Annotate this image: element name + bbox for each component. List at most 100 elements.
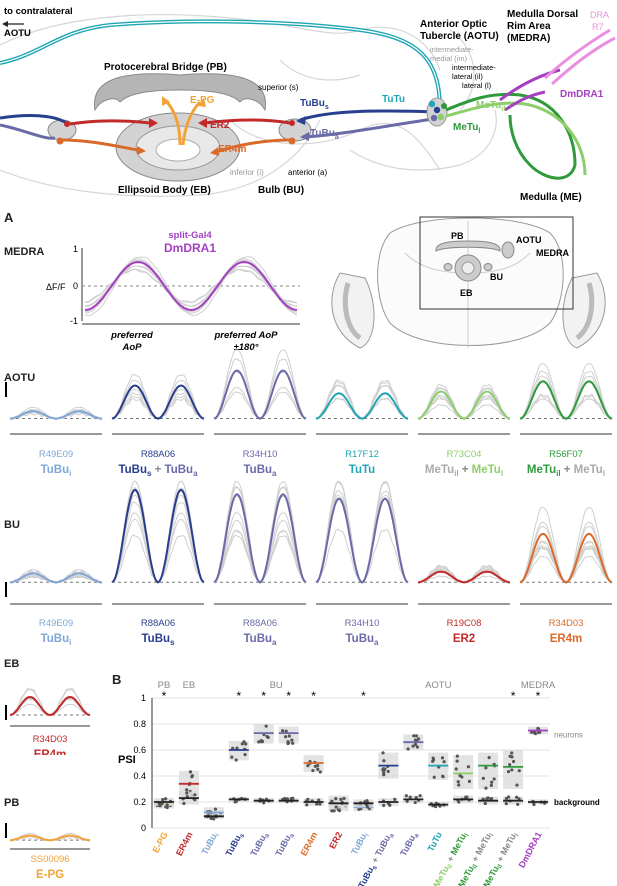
lat-label: lateral (l): [462, 81, 492, 90]
eb-cell-type: ER4m: [34, 749, 67, 755]
svg-text:ER4m: ER4m: [299, 830, 320, 857]
neurons-point: [243, 752, 247, 757]
neurons-point: [185, 788, 189, 792]
neurons-point: [382, 770, 386, 774]
svg-text:DmDRA1: DmDRA1: [517, 830, 544, 869]
x1-label-2: AoP: [122, 342, 143, 353]
bu-cell-5-type: ER4m: [550, 633, 583, 645]
svg-text:TuBui: TuBui: [349, 830, 371, 857]
neurons-point: [260, 739, 265, 744]
neurons-point: [506, 770, 511, 774]
neurons-point: [416, 737, 421, 741]
neurons-point: [432, 775, 436, 779]
dra-label-2: R7: [592, 22, 604, 32]
dra-label-1: DRA: [590, 10, 609, 20]
neurons-point: [382, 759, 386, 763]
background-point: [160, 802, 164, 806]
mean-trace: [519, 532, 613, 584]
aotu-cell-3-type: TuTu: [349, 464, 375, 476]
background-point: [209, 816, 213, 821]
brain-map: PB EB BU AOTU MEDRA: [331, 216, 606, 349]
medulla-label: Medulla (ME): [520, 192, 582, 203]
background-point: [418, 794, 422, 798]
bu-cell-2: [213, 480, 307, 605]
background-point: [262, 801, 266, 805]
single-fly-trace: [9, 411, 103, 421]
neurons-point: [414, 734, 419, 738]
ytick-0: 0: [73, 281, 78, 291]
bu-cell-0: [9, 569, 103, 605]
aotu-cell-4-type: MeTuil + MeTul: [425, 464, 503, 478]
background-point: [464, 795, 468, 799]
background-point: [164, 797, 168, 801]
eb-row-title: EB: [4, 658, 20, 670]
single-fly-trace: [315, 494, 409, 584]
brain-pb: PB: [451, 231, 464, 241]
neurons-point: [413, 742, 418, 747]
mean-trace: [111, 488, 205, 584]
neurons-point: [330, 809, 334, 813]
background-point: [334, 797, 338, 801]
background-point: [305, 803, 309, 807]
background-point: [516, 802, 520, 806]
mean-trace: [417, 390, 511, 420]
background-point: [233, 800, 237, 804]
significance-star: *: [536, 689, 541, 703]
y-tick-label: 0.4: [133, 771, 146, 781]
brain-aotu: AOTU: [516, 235, 542, 245]
background-point: [334, 805, 338, 809]
neurons-point: [257, 740, 261, 744]
mean-trace: [9, 834, 91, 842]
er2-label: ER2: [210, 120, 230, 131]
dmdra1-title: DmDRA1: [164, 241, 216, 255]
protocerebral-bridge: [93, 73, 267, 112]
category-label: TuBus: [224, 830, 247, 859]
single-fly-trace: [315, 481, 409, 585]
ytick-1: 1: [73, 244, 78, 254]
metu-il-tract: [445, 92, 577, 180]
neurons-point: [291, 741, 295, 745]
background-point: [388, 803, 392, 807]
aotu-cell-5-type: MeTuil + MeTul: [527, 464, 605, 478]
eb-trace: [9, 687, 91, 727]
aotu-cell-0-line: R49E09: [39, 449, 73, 460]
er4m-label: ER4m: [218, 144, 246, 155]
medra-trace-plot: split-Gal4 DmDRA1 ΔF/F 1 0 -1 preferred …: [46, 230, 300, 353]
neurons-point: [337, 809, 342, 813]
er4m-left: [61, 138, 139, 152]
dra-r7: [543, 28, 611, 80]
dmdra1-label: DmDRA1: [560, 89, 604, 100]
x2-label-2: ±180°: [234, 342, 259, 353]
single-fly-trace: [519, 393, 613, 421]
significance-star: *: [162, 689, 167, 703]
mean-trace: [315, 497, 409, 584]
background-point: [165, 803, 169, 807]
aotu-cell-2-type: TuBua: [244, 464, 278, 478]
aotu-label-2: Tubercle (AOTU): [420, 31, 499, 42]
background-point: [182, 801, 186, 806]
mean-trace: [213, 369, 307, 420]
group-label: MEDRA: [521, 680, 556, 691]
mean-trace: [9, 572, 103, 584]
background-point: [483, 801, 487, 806]
neurons-point: [508, 763, 512, 767]
background-point: [342, 796, 346, 801]
svg-text:TuBus: TuBus: [224, 830, 247, 859]
category-label: E-PG: [151, 830, 170, 854]
pb-cell-type: E-PG: [36, 869, 64, 881]
single-fly-trace: [213, 391, 306, 420]
background-point: [339, 797, 343, 801]
background-point: [193, 793, 197, 797]
y-tick-label: 0.2: [133, 797, 146, 807]
neurons-point: [440, 756, 445, 760]
mean-trace: [213, 492, 307, 584]
neurons-point: [311, 768, 315, 773]
bu-cell-4-type: ER2: [453, 633, 475, 645]
background-point: [382, 803, 386, 807]
medra-label-1: Medulla Dorsal: [507, 9, 578, 20]
group-label: EB: [183, 680, 196, 691]
category-label: TuBua: [398, 832, 421, 858]
